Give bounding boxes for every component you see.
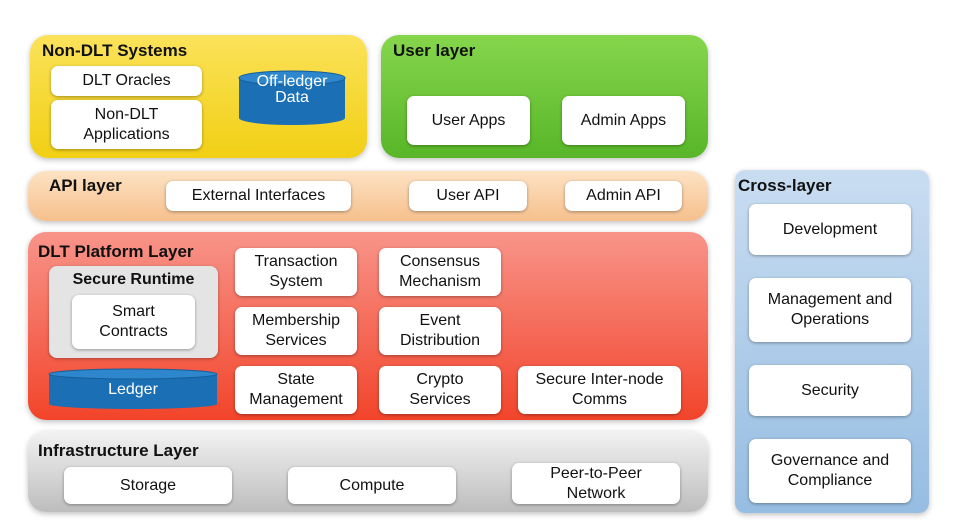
- api-layer-title: API layer: [49, 176, 122, 195]
- external-interfaces-box: External Interfaces: [166, 181, 351, 211]
- admin-apps-box: Admin Apps: [562, 96, 685, 145]
- smart-contracts-box: Smart Contracts: [72, 295, 195, 349]
- consensus-mechanism-box: Consensus Mechanism: [379, 248, 501, 296]
- ledger-cylinder: Ledger: [48, 368, 218, 410]
- state-management-box: State Management: [235, 366, 357, 414]
- user-layer-title: User layer: [393, 41, 476, 60]
- dlt-oracles-box: DLT Oracles: [51, 66, 202, 96]
- cylinder-icon: [48, 368, 218, 409]
- development-box: Development: [749, 204, 911, 255]
- cylinder-icon: [238, 70, 346, 125]
- ledger-label: Ledger: [108, 381, 158, 398]
- cross-layer-title: Cross-layer: [738, 176, 832, 195]
- off-ledger-data-label: Off-ledger Data: [256, 73, 328, 106]
- storage-box: Storage: [64, 467, 232, 504]
- secure-runtime-title: Secure Runtime: [72, 271, 195, 288]
- non-dlt-applications-box: Non-DLT Applications: [51, 100, 202, 149]
- user-api-box: User API: [409, 181, 527, 211]
- crypto-services-box: Crypto Services: [379, 366, 501, 414]
- off-ledger-data-cylinder: Off-ledger Data: [238, 68, 346, 126]
- event-distribution-box: Event Distribution: [379, 307, 501, 355]
- dlt-platform-layer-title: DLT Platform Layer: [38, 242, 194, 261]
- admin-api-box: Admin API: [565, 181, 682, 211]
- peer-to-peer-network-box: Peer-to-Peer Network: [512, 463, 680, 504]
- membership-services-box: Membership Services: [235, 307, 357, 355]
- governance-compliance-box: Governance and Compliance: [749, 439, 911, 503]
- management-operations-box: Management and Operations: [749, 278, 911, 342]
- security-box: Security: [749, 365, 911, 416]
- compute-box: Compute: [288, 467, 456, 504]
- secure-inter-node-comms-box: Secure Inter-node Comms: [518, 366, 681, 414]
- user-apps-box: User Apps: [407, 96, 530, 145]
- infrastructure-layer-title: Infrastructure Layer: [38, 441, 199, 460]
- transaction-system-box: Transaction System: [235, 248, 357, 296]
- non-dlt-systems-title: Non-DLT Systems: [42, 41, 188, 60]
